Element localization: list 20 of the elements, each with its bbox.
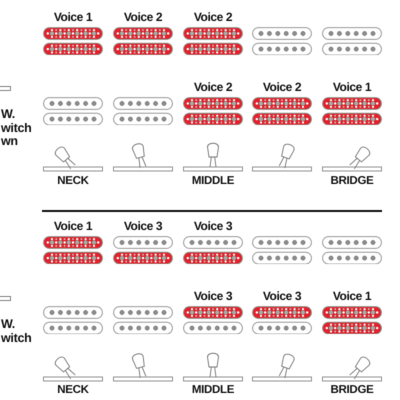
switch-position-label: MIDDLE — [192, 384, 234, 397]
switch-position-label: BRIDGE — [330, 384, 374, 397]
voice-label: Voice 1 — [54, 219, 92, 233]
voice-label: Voice 3 — [262, 289, 302, 303]
voice-label: Voice 3 — [124, 219, 162, 233]
voice-label: Voice 1 — [54, 10, 92, 24]
voice-label: Voice 2 — [194, 10, 232, 24]
voice-label: Voice 2 — [124, 10, 162, 24]
voice-label: Voice 1 — [332, 80, 372, 94]
note-text: W. witch — [1, 318, 32, 345]
voice-label: Voice 3 — [194, 289, 232, 303]
voice-label: Voice 2 — [194, 80, 232, 94]
voice-label: Voice 2 — [262, 80, 302, 94]
switch-position-label: NECK — [57, 384, 89, 397]
voice-label: Voice 3 — [194, 219, 232, 233]
switch-position-label: MIDDLE — [192, 175, 234, 188]
voice-label: Voice 1 — [332, 289, 372, 303]
switch-position-label: NECK — [57, 175, 89, 188]
switch-position-label: BRIDGE — [330, 175, 374, 188]
note-text: W. witch wn — [1, 108, 32, 148]
